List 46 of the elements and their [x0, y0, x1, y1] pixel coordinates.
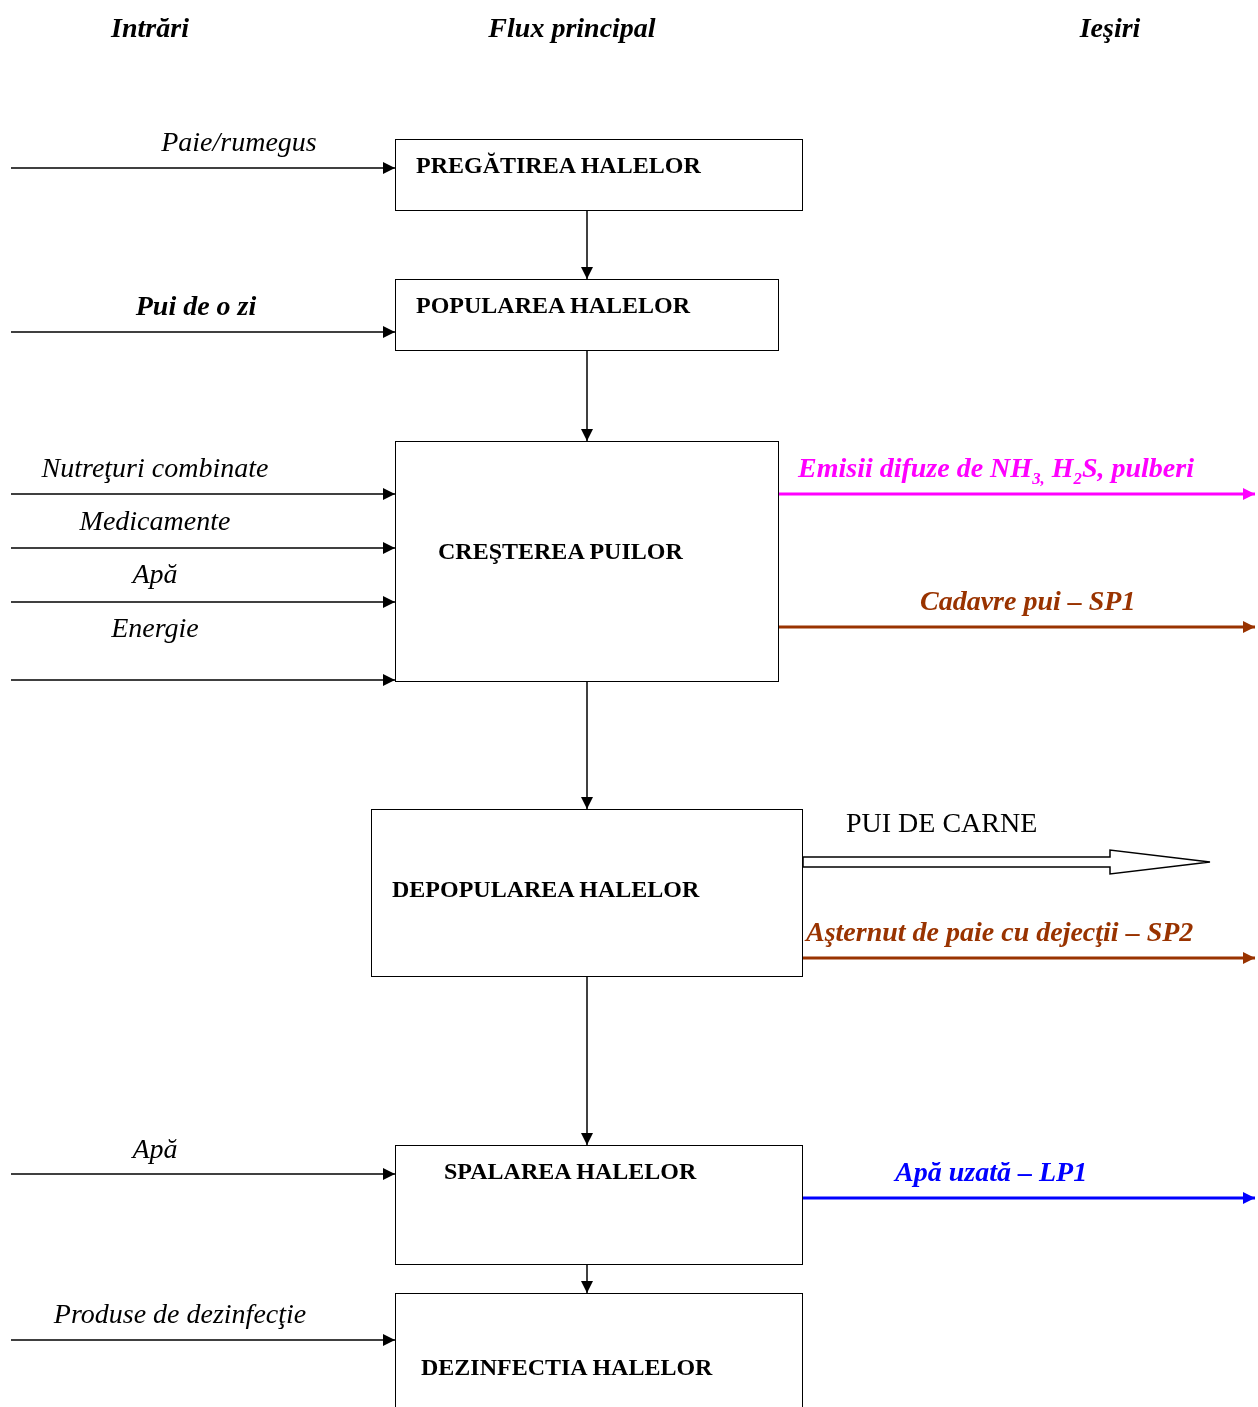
arrow [10, 674, 396, 686]
edge-label: Paie/rumegus [161, 126, 317, 158]
arrow [10, 596, 396, 608]
edge-label: Produse de dezinfecţie [53, 1298, 307, 1330]
column-heading: Intrări [111, 12, 189, 44]
arrow [10, 488, 396, 500]
process-box [395, 139, 803, 211]
edge-label: Apă [132, 558, 178, 590]
arrow [10, 162, 396, 174]
box-label: SPALAREA HALELOR [444, 1158, 697, 1185]
arrow [581, 210, 593, 280]
column-heading: Ieşiri [1079, 12, 1141, 44]
edge-label: Energie [111, 612, 199, 644]
box-label: PREGĂTIREA HALELOR [416, 152, 701, 179]
box-label: POPULAREA HALELOR [416, 292, 691, 319]
column-heading: Flux principal [488, 12, 656, 44]
edge-label: Medicamente [79, 505, 231, 537]
arrow [779, 621, 1255, 633]
edge-label: Apă [132, 1133, 178, 1165]
arrow [803, 1192, 1255, 1204]
process-box [395, 441, 779, 682]
box-label: CREŞTEREA PUILOR [438, 538, 683, 565]
arrow [10, 542, 396, 554]
edge-label: PUI DE CARNE [846, 807, 1038, 839]
edge-label: Emisii difuze de NH$_{3,}$ H$_{2}$S, pulberi [798, 452, 1194, 489]
edge-label: Pui de o zi [135, 290, 257, 322]
arrow [779, 488, 1255, 500]
edge-label: Apă uzată – LP1 [895, 1156, 1088, 1188]
process-box [395, 279, 779, 351]
arrow [581, 1264, 593, 1294]
arrow [10, 1334, 396, 1346]
edge-label: Aşternut de paie cu dejecţii – SP2 [806, 916, 1194, 948]
arrow [581, 350, 593, 442]
process-box [371, 809, 803, 977]
edge-label: Cadavre pui – SP1 [920, 585, 1136, 617]
box-label: DEPOPULAREA HALELOR [392, 875, 700, 903]
edge-label: Nutreţuri combinate [41, 452, 269, 484]
arrow [581, 681, 593, 810]
arrow [581, 976, 593, 1146]
arrow [803, 952, 1255, 964]
hollow-arrow [802, 849, 1211, 875]
arrow [10, 326, 396, 338]
process-box [395, 1145, 803, 1265]
box-label: DEZINFECTIA HALELOR [421, 1354, 713, 1381]
process-box [395, 1293, 803, 1407]
arrow [10, 1168, 396, 1180]
